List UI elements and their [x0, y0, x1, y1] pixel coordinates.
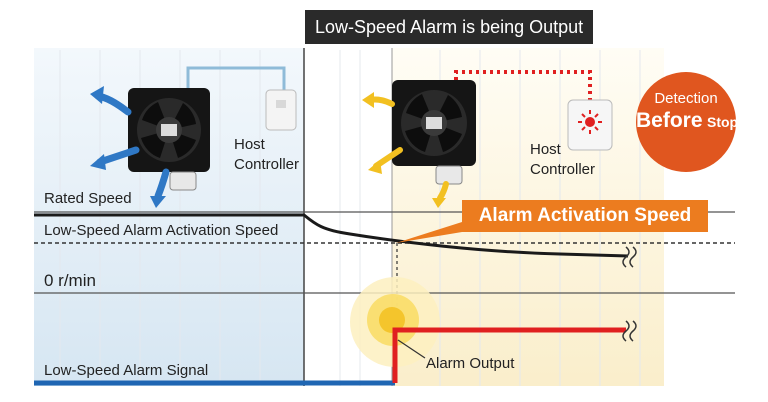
alarm-output-label: Alarm Output: [426, 355, 515, 372]
zero-speed-label: 0 r/min: [44, 271, 96, 290]
fan-connector-icon-alarm: [435, 165, 463, 185]
detection-badge: Detection Before Stop: [636, 72, 739, 172]
host-label-line1: Host: [234, 136, 265, 153]
output-banner: Low-Speed Alarm is being Output: [305, 10, 594, 44]
alarm-lamp-icon: [567, 99, 613, 151]
fan-icon: [128, 88, 210, 172]
host-cable: [186, 66, 286, 92]
badge-line1: Detection: [654, 90, 718, 107]
speed-wave-break-icon: [622, 246, 637, 268]
signal-wave-break-icon: [622, 320, 637, 342]
alarm-glow-core: [379, 307, 405, 333]
airflow-arrowheads: [90, 86, 166, 208]
badge-before: Before: [636, 109, 703, 132]
badge-line2: Before Stop: [636, 109, 739, 133]
alarm-output-leader: [397, 339, 426, 359]
rated-speed-label: Rated Speed: [44, 190, 132, 207]
host-controller-label: Host Controller: [234, 135, 299, 175]
host-controller-icon: [265, 89, 297, 131]
fan-speed-curve: [34, 213, 629, 258]
host-label-line1-alarm: Host: [530, 141, 561, 158]
alarm-cable: [454, 70, 592, 102]
host-controller-label-alarm: Host Controller: [530, 140, 595, 180]
airflow-arrowheads-weak: [362, 92, 446, 208]
host-label-line2-alarm: Controller: [530, 161, 596, 178]
activation-speed-label: Low-Speed Alarm Activation Speed: [44, 222, 279, 239]
fan-icon-alarm: [392, 80, 476, 166]
badge-stop: Stop: [706, 114, 739, 130]
alarm-signal-label: Low-Speed Alarm Signal: [44, 362, 209, 379]
alarm-signal-high: [392, 327, 626, 383]
alarm-tag-pointer: [396, 222, 462, 243]
host-label-line2: Controller: [234, 156, 300, 173]
alarm-activation-speed-tag: Alarm Activation Speed: [462, 200, 708, 232]
fan-connector-icon: [169, 171, 197, 191]
